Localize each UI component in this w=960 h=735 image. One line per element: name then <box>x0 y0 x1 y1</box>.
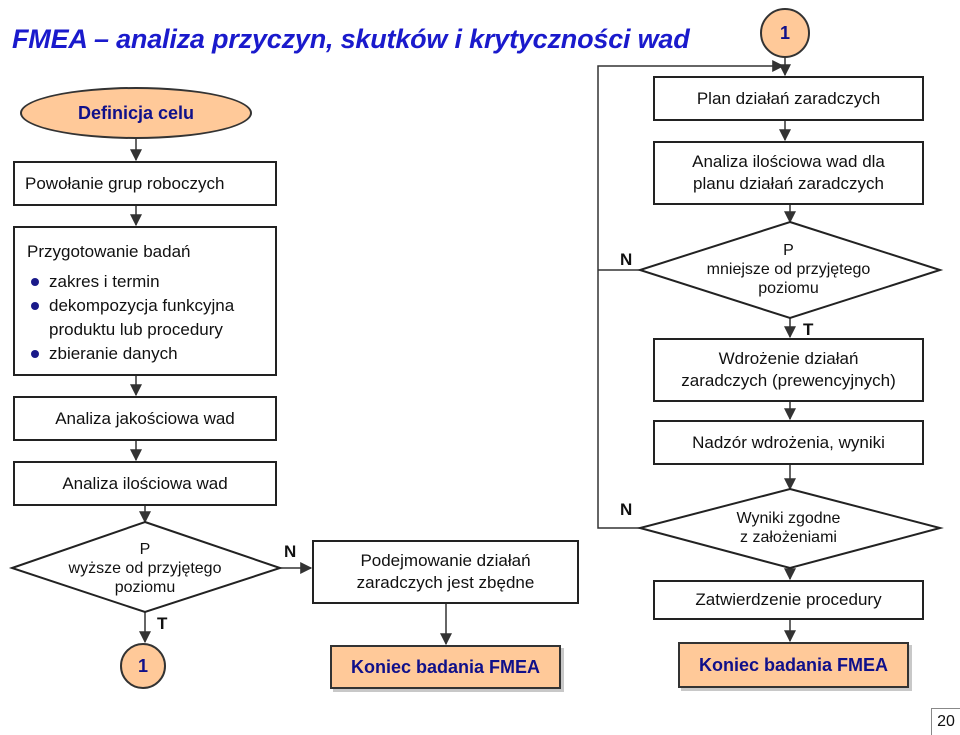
decision-line: poziomu <box>114 578 176 596</box>
connector-label: 1 <box>137 655 148 676</box>
preparation-heading: Przygotowanie badań <box>27 242 191 261</box>
implementation-line: Wdrożenie działań <box>718 349 859 368</box>
bullet-icon <box>31 350 39 358</box>
approval-label: Zatwierdzenie procedury <box>695 590 882 609</box>
qualitative-analysis-box: Analiza jakościowa wad <box>13 396 277 441</box>
start-terminator: Definicja celu <box>20 87 252 139</box>
supervision-box: Nadzór wdrożenia, wyniki <box>653 420 924 465</box>
preparation-box: Przygotowanie badań zakres i termin deko… <box>13 226 277 376</box>
decision-diamond-left <box>8 520 284 614</box>
start-label: Definicja celu <box>77 102 195 123</box>
decision-line: z założeniami <box>740 529 837 546</box>
list-item-label: dekompozycja funkcyjna <box>49 296 235 315</box>
action-unneeded-box: Podejmowanie działań zaradczych jest zbę… <box>312 540 579 604</box>
list-item-label: zbieranie danych <box>49 344 178 363</box>
decision-label-right: P mniejsze od przyjętego poziomu <box>653 236 924 302</box>
plan-box: Plan działań zaradczych <box>653 76 924 121</box>
no-label-right-1: N <box>620 250 633 269</box>
groups-box: Powołanie grup roboczych <box>13 161 277 206</box>
quantitative-plan-line: planu działań zaradczych <box>693 174 884 193</box>
decision-diamond-right <box>636 220 944 320</box>
connector-label: 1 <box>779 22 790 43</box>
implementation-line: zaradczych (prewencyjnych) <box>681 371 896 390</box>
implementation-box: Wdrożenie działań zaradczych (prewencyjn… <box>653 338 924 402</box>
quantitative-analysis-box: Analiza ilościowa wad <box>13 461 277 506</box>
page-number: 20 <box>931 708 960 735</box>
no-label-right-2: N <box>620 500 633 519</box>
no-label-left: N <box>284 542 297 561</box>
decision-line: P <box>139 540 151 558</box>
end-terminator-right: Koniec badania FMEA <box>678 642 909 688</box>
qualitative-analysis-label: Analiza jakościowa wad <box>55 408 235 428</box>
decision-diamond-right-2 <box>636 487 944 570</box>
end-label: Koniec badania FMEA <box>698 655 889 675</box>
decision-label-left: P wyższe od przyjętego poziomu <box>13 535 277 601</box>
quantitative-plan-box: Analiza ilościowa wad dla planu działań … <box>653 141 924 205</box>
feedback-line <box>597 60 785 529</box>
approval-box: Zatwierdzenie procedury <box>653 580 924 620</box>
plan-label: Plan działań zaradczych <box>696 88 881 108</box>
connector-left: 1 <box>120 643 166 689</box>
preparation-list: zakres i termin dekompozycja funkcyjna p… <box>27 270 263 366</box>
list-item-label: zakres i termin <box>49 272 160 291</box>
decision-label-right-2: Wyniki zgodne z założeniami <box>653 506 924 550</box>
list-item: dekompozycja funkcyjna <box>27 294 263 318</box>
bullet-icon <box>31 302 39 310</box>
connector-right: 1 <box>760 8 810 58</box>
decision-line: poziomu <box>758 279 819 297</box>
quantitative-analysis-label: Analiza ilościowa wad <box>62 473 228 493</box>
list-item: zbieranie danych <box>27 342 263 366</box>
list-item: zakres i termin <box>27 270 263 294</box>
action-line: Podejmowanie działań <box>360 551 531 570</box>
groups-label: Powołanie grup roboczych <box>25 173 225 193</box>
action-line: zaradczych jest zbędne <box>356 573 535 592</box>
decision-line: mniejsze od przyjętego <box>706 260 871 278</box>
yes-label-left: T <box>157 614 168 633</box>
yes-label-right-1: T <box>803 320 814 339</box>
list-item-label: produktu lub procedury <box>49 320 223 339</box>
supervision-label: Nadzór wdrożenia, wyniki <box>692 432 885 452</box>
decision-line: wyższe od przyjętego <box>68 559 222 577</box>
quantitative-plan-line: Analiza ilościowa wad dla <box>692 152 885 171</box>
end-label: Koniec badania FMEA <box>350 657 541 677</box>
list-item: produktu lub procedury <box>27 318 263 342</box>
decision-line: Wyniki zgodne <box>736 510 841 527</box>
bullet-icon <box>31 278 39 286</box>
page-title: FMEA – analiza przyczyn, skutków i kryty… <box>12 24 690 54</box>
end-terminator-middle: Koniec badania FMEA <box>330 645 561 689</box>
decision-line: P <box>783 241 794 259</box>
